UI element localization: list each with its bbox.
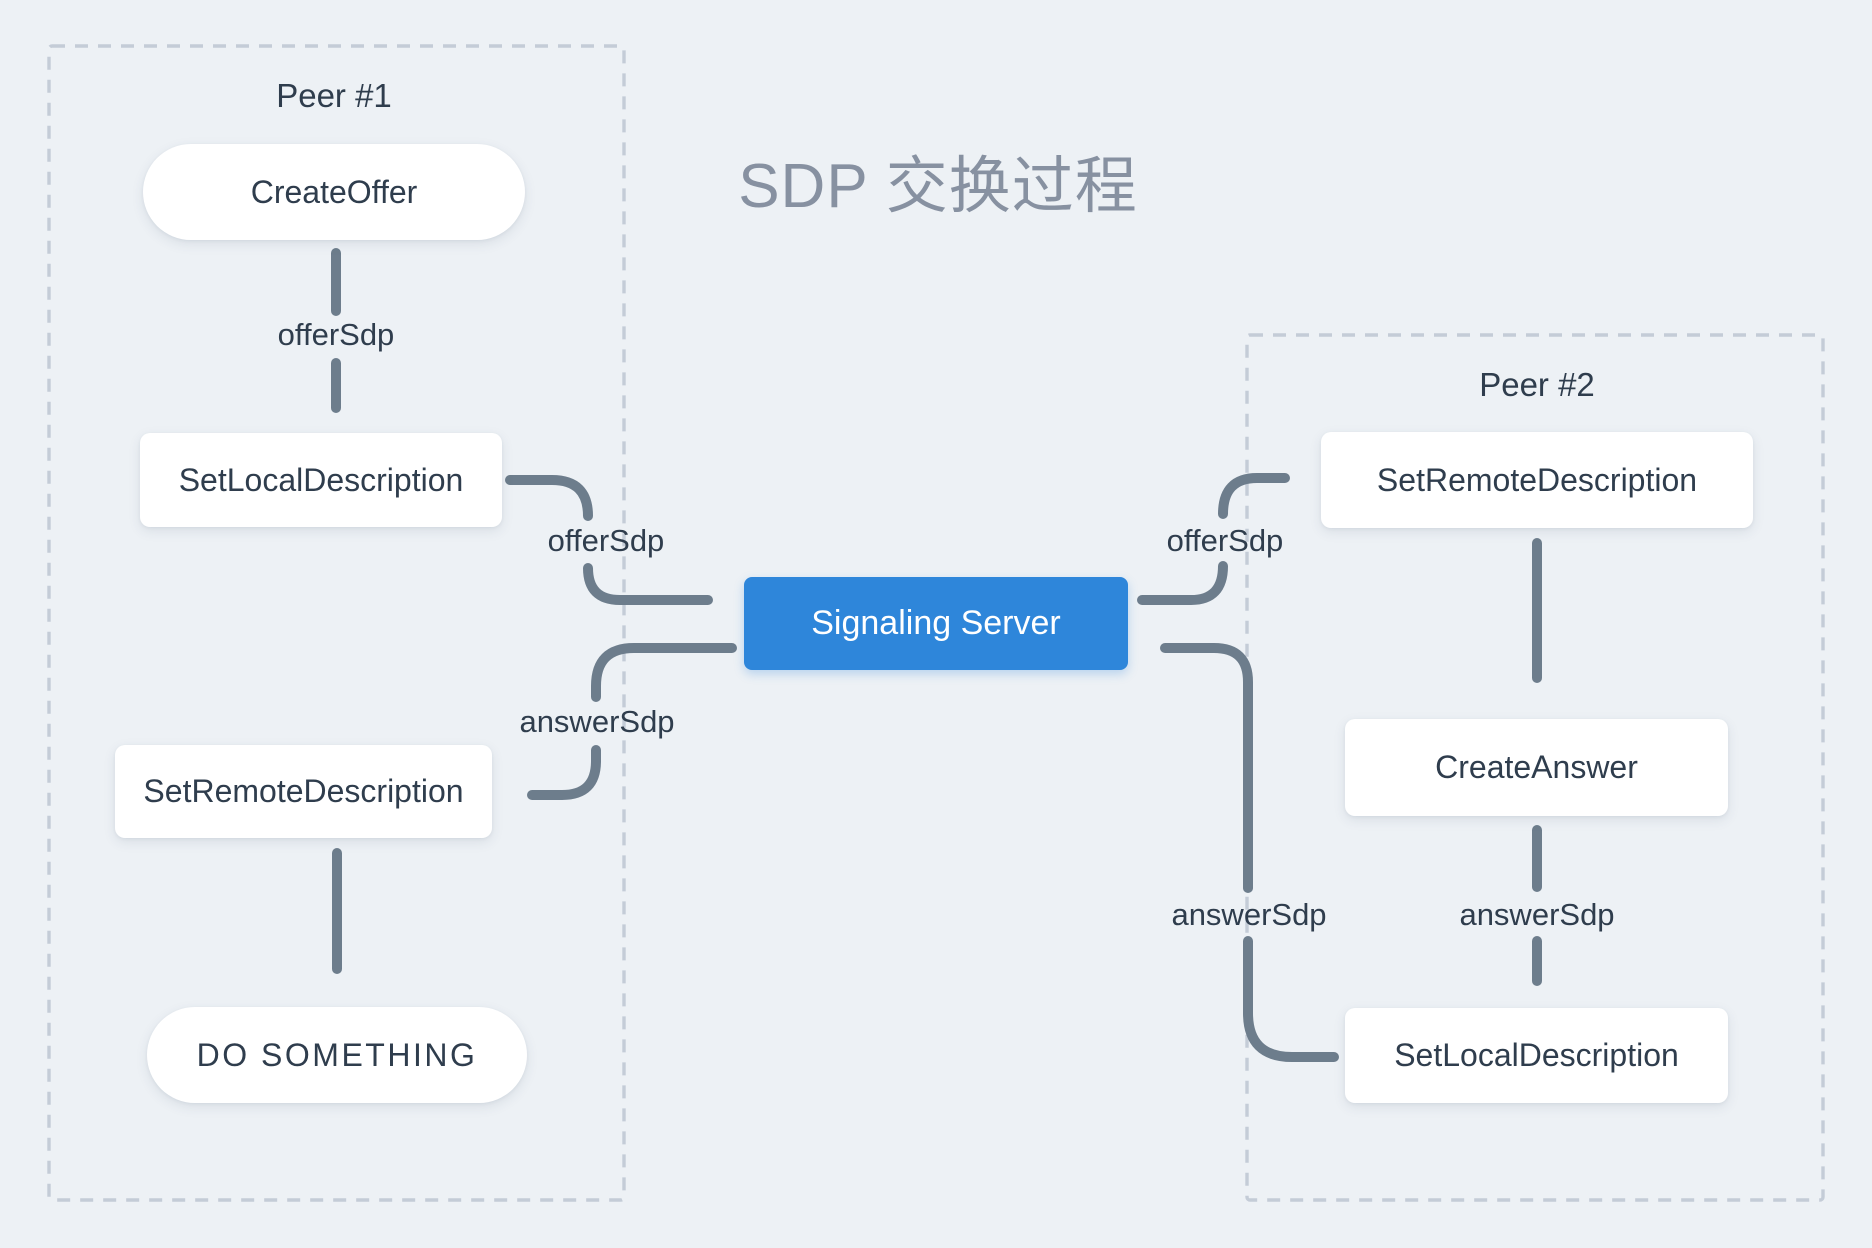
node-set-remote-description-peer2: SetRemoteDescription	[1321, 432, 1753, 528]
arrow-server-to-setremote-p1-lower	[527, 745, 601, 800]
arrow-setlocal-to-server-lower	[583, 563, 713, 605]
arrow-server-to-setremote-p2-lower	[1137, 561, 1228, 605]
peer1-group-border	[47, 44, 626, 1202]
arrow-setlocal-to-server-upper	[505, 475, 593, 521]
arrow-setlocal-p2-to-server-upper	[1160, 643, 1253, 893]
node-do-something: DO SOMETHING	[147, 1007, 527, 1103]
peer1-label: Peer #1	[276, 77, 392, 114]
arrow-server-to-setremote-p1-upper	[591, 643, 737, 702]
arrow-server-to-setremote-p2-upper	[1218, 473, 1290, 519]
node-set-local-description-peer1: SetLocalDescription	[140, 433, 502, 527]
node-signaling-server: Signaling Server	[744, 577, 1128, 670]
node-create-offer: CreateOffer	[143, 144, 525, 240]
arrow-setlocal-p2-to-server-lower	[1243, 936, 1339, 1062]
node-set-local-description-peer2: SetLocalDescription	[1345, 1008, 1728, 1103]
node-set-remote-description-peer1: SetRemoteDescription	[115, 745, 492, 838]
peer2-label: Peer #2	[1479, 366, 1595, 403]
node-create-answer: CreateAnswer	[1345, 719, 1728, 816]
diagram-title: SDP 交换过程	[738, 152, 1138, 221]
